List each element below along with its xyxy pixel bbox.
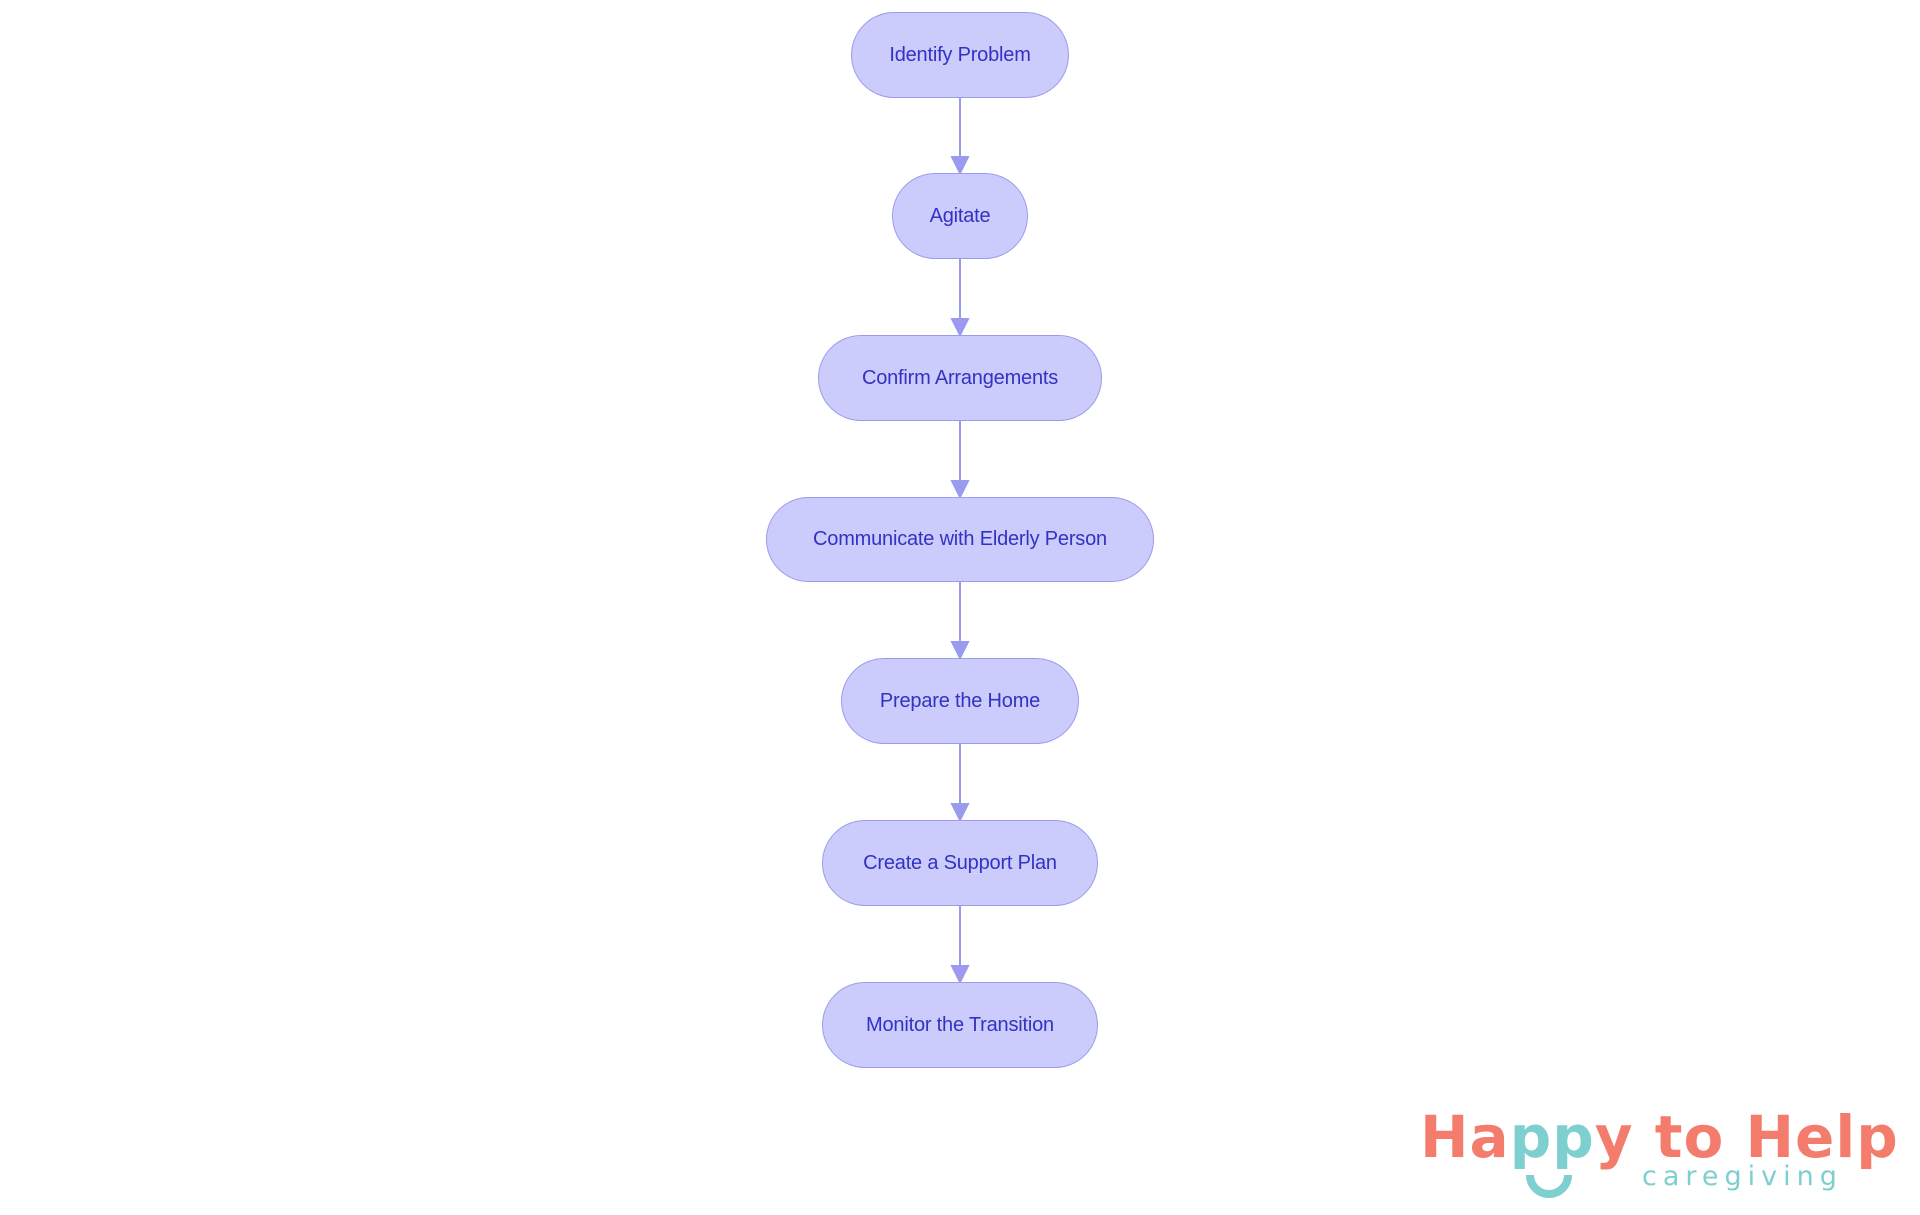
node-label: Communicate with Elderly Person bbox=[813, 528, 1107, 550]
arrowhead-icon bbox=[950, 156, 970, 176]
logo-text-rest: y to Help bbox=[1594, 1103, 1899, 1171]
node-label: Confirm Arrangements bbox=[861, 366, 1059, 389]
logo-subtitle: caregiving bbox=[1642, 1161, 1843, 1192]
node-prepare-the-home[interactable]: Prepare the Home bbox=[841, 658, 1079, 744]
arrowhead-icon bbox=[950, 318, 970, 338]
arrowhead-icon bbox=[950, 803, 970, 823]
node-agitate[interactable]: Agitate bbox=[892, 173, 1028, 259]
node-label: Prepare the Home bbox=[879, 689, 1041, 712]
node-create-a-support-plan[interactable]: Create a Support Plan bbox=[822, 820, 1098, 906]
node-label: Identify Problem bbox=[889, 43, 1031, 66]
arrowhead-icon bbox=[950, 641, 970, 661]
node-monitor-the-transition[interactable]: Monitor the Transition bbox=[822, 982, 1098, 1068]
logo-text-ha: Ha bbox=[1420, 1103, 1510, 1171]
smile-icon bbox=[1526, 1174, 1572, 1198]
happy-to-help-logo: Happy to Help caregiving bbox=[1420, 1105, 1898, 1210]
node-label: Monitor the Transition bbox=[866, 1013, 1054, 1036]
arrowhead-icon bbox=[950, 480, 970, 500]
node-identify-problem[interactable]: Identify Problem bbox=[851, 12, 1069, 98]
node-communicate-with-elderly-person[interactable]: Communicate with Elderly Person bbox=[766, 497, 1154, 582]
arrowhead-icon bbox=[950, 965, 970, 985]
node-label: Create a Support Plan bbox=[863, 851, 1057, 874]
node-confirm-arrangements[interactable]: Confirm Arrangements bbox=[818, 335, 1102, 421]
logo-wordmark: Happy to Help bbox=[1420, 1105, 1899, 1169]
logo-text-pp: pp bbox=[1509, 1103, 1595, 1171]
node-label: Agitate bbox=[929, 204, 991, 227]
